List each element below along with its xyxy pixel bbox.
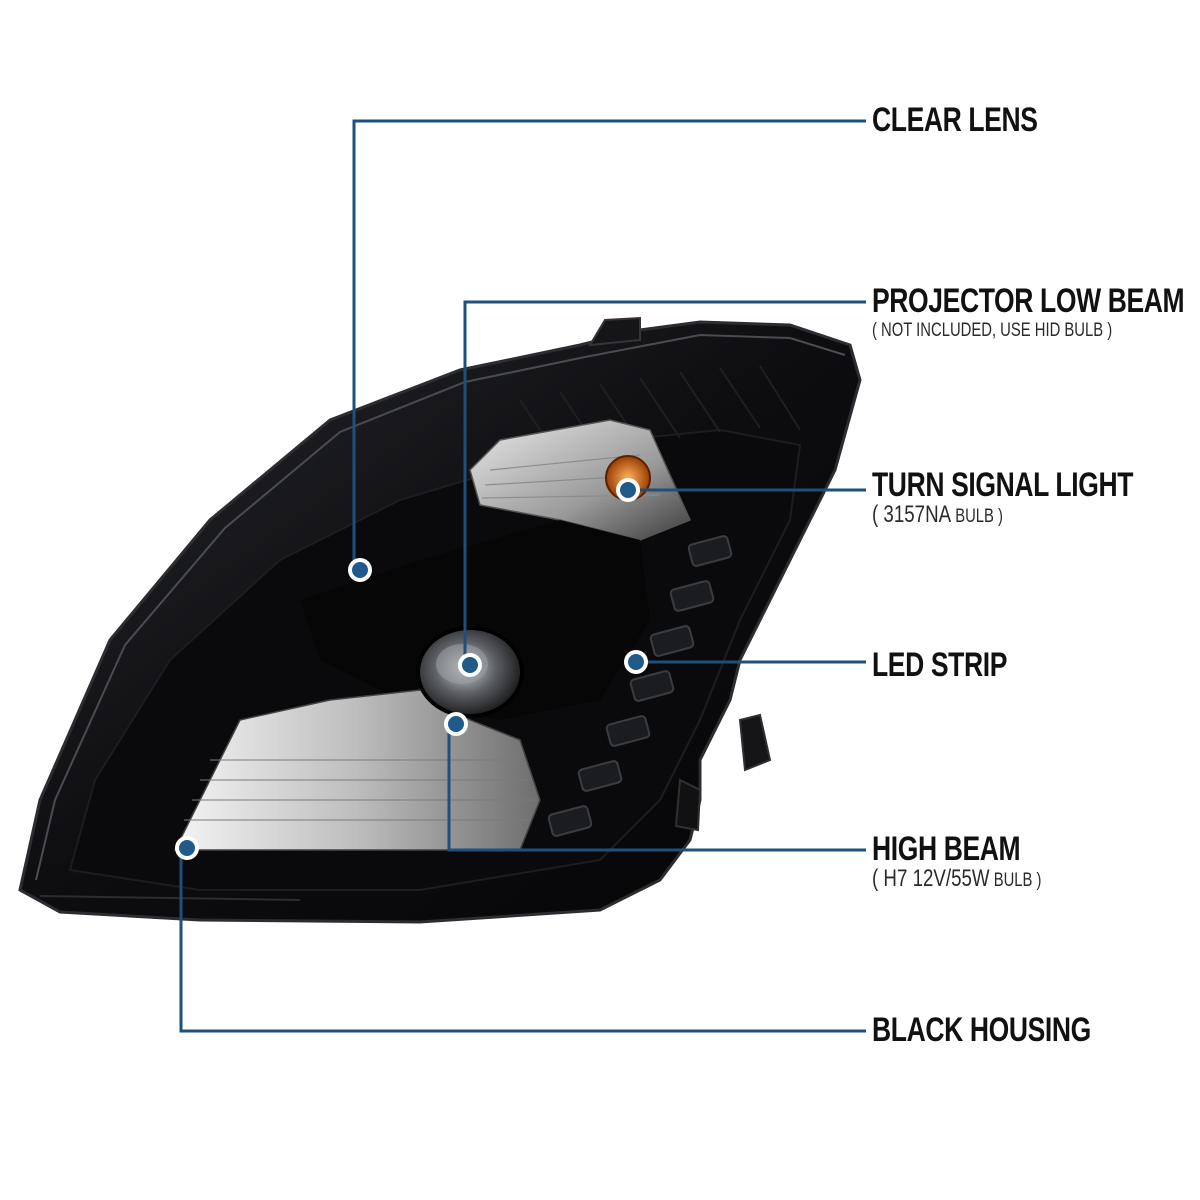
label-turn-signal-light: TURN SIGNAL LIGHT ( 3157NA BULB ) xyxy=(872,466,1200,528)
label-title: HIGH BEAM xyxy=(872,830,1021,868)
label-projector-low-beam: PROJECTOR LOW BEAM ( NOT INCLUDED, USE H… xyxy=(872,282,1200,342)
label-title: CLEAR LENS xyxy=(872,101,1038,139)
label-black-housing: BLACK HOUSING xyxy=(872,1011,1153,1049)
label-led-strip: LED STRIP xyxy=(872,646,1045,684)
label-subtitle-lead: ( H7 12V/55W xyxy=(872,865,990,892)
label-subtitle: ( NOT INCLUDED, USE HID BULB ) xyxy=(872,320,1113,341)
label-subtitle-lead: ( 3157NA xyxy=(872,501,952,528)
label-clear-lens: CLEAR LENS xyxy=(872,101,1084,139)
label-subtitle: ( 3157NA BULB ) xyxy=(872,501,1133,528)
label-title: LED STRIP xyxy=(872,646,1008,684)
label-title: PROJECTOR LOW BEAM xyxy=(872,282,1185,320)
label-high-beam: HIGH BEAM ( H7 12V/55W BULB ) xyxy=(872,830,1089,892)
label-title: BLACK HOUSING xyxy=(872,1011,1091,1049)
label-subtitle-tail: BULB ) xyxy=(989,870,1042,891)
callout-dots xyxy=(175,478,648,860)
label-title: TURN SIGNAL LIGHT xyxy=(872,466,1134,504)
led-strip-segments xyxy=(547,535,733,837)
label-subtitle-tail: BULB ) xyxy=(951,506,1003,527)
label-subtitle: ( H7 12V/55W BULB ) xyxy=(872,865,1042,892)
headlight-illustration xyxy=(18,316,862,924)
turn-signal-reflector xyxy=(469,419,692,541)
